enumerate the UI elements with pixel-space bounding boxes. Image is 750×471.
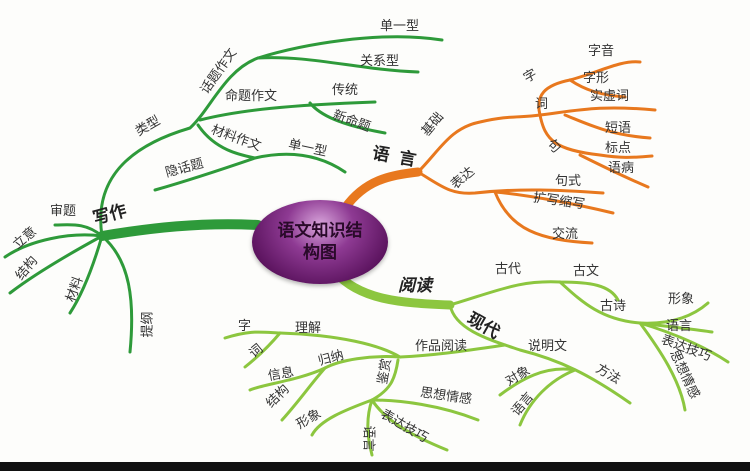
node-poetry-image[interactable]: 形象	[668, 292, 695, 307]
language-sub-branches	[416, 60, 657, 245]
node-classical-prose[interactable]: 古文	[573, 264, 600, 279]
node-ci[interactable]: 词	[535, 97, 549, 112]
node-form[interactable]: 字形	[583, 71, 610, 86]
writing-main-branch	[97, 219, 263, 241]
language-main-branch	[340, 167, 423, 213]
node-word-types[interactable]: 实虚词	[590, 89, 630, 104]
center-node[interactable]: 语文知识结 构图	[252, 200, 388, 284]
center-title-line1: 语文知识结	[277, 221, 363, 241]
node-punctuation[interactable]: 标点	[605, 141, 632, 156]
node-topic-single[interactable]: 单一型	[380, 19, 420, 34]
node-works-reading[interactable]: 作品阅读	[415, 339, 468, 354]
node-proposition-essay[interactable]: 命题作文	[225, 89, 278, 104]
node-examine[interactable]: 审题	[50, 204, 77, 219]
node-expository[interactable]: 说明文	[528, 339, 568, 354]
node-classical-poetry[interactable]: 古诗	[600, 299, 627, 314]
node-reading[interactable]: 阅读	[398, 276, 432, 296]
bottom-bar	[0, 462, 750, 471]
node-poetry-language[interactable]: 语言	[666, 319, 693, 334]
node-traditional[interactable]: 传统	[332, 83, 359, 98]
node-phrase[interactable]: 短语	[605, 121, 632, 136]
node-language-reading[interactable]: 语言	[360, 425, 376, 452]
node-zi-reading[interactable]: 字	[238, 319, 252, 334]
node-errors[interactable]: 语病	[608, 161, 635, 176]
node-understand[interactable]: 理解	[295, 321, 322, 336]
writing-sub-branches	[3, 35, 444, 354]
reading-sub-branches	[223, 280, 730, 457]
node-sentence-pattern[interactable]: 句式	[555, 174, 582, 189]
center-title-line2: 构图	[303, 243, 337, 263]
node-topic-relation[interactable]: 关系型	[360, 54, 400, 69]
node-pronunciation[interactable]: 字音	[588, 44, 615, 59]
node-outline[interactable]: 提纲	[140, 311, 156, 338]
node-ancient[interactable]: 古代	[495, 262, 522, 277]
node-communication[interactable]: 交流	[552, 227, 579, 242]
